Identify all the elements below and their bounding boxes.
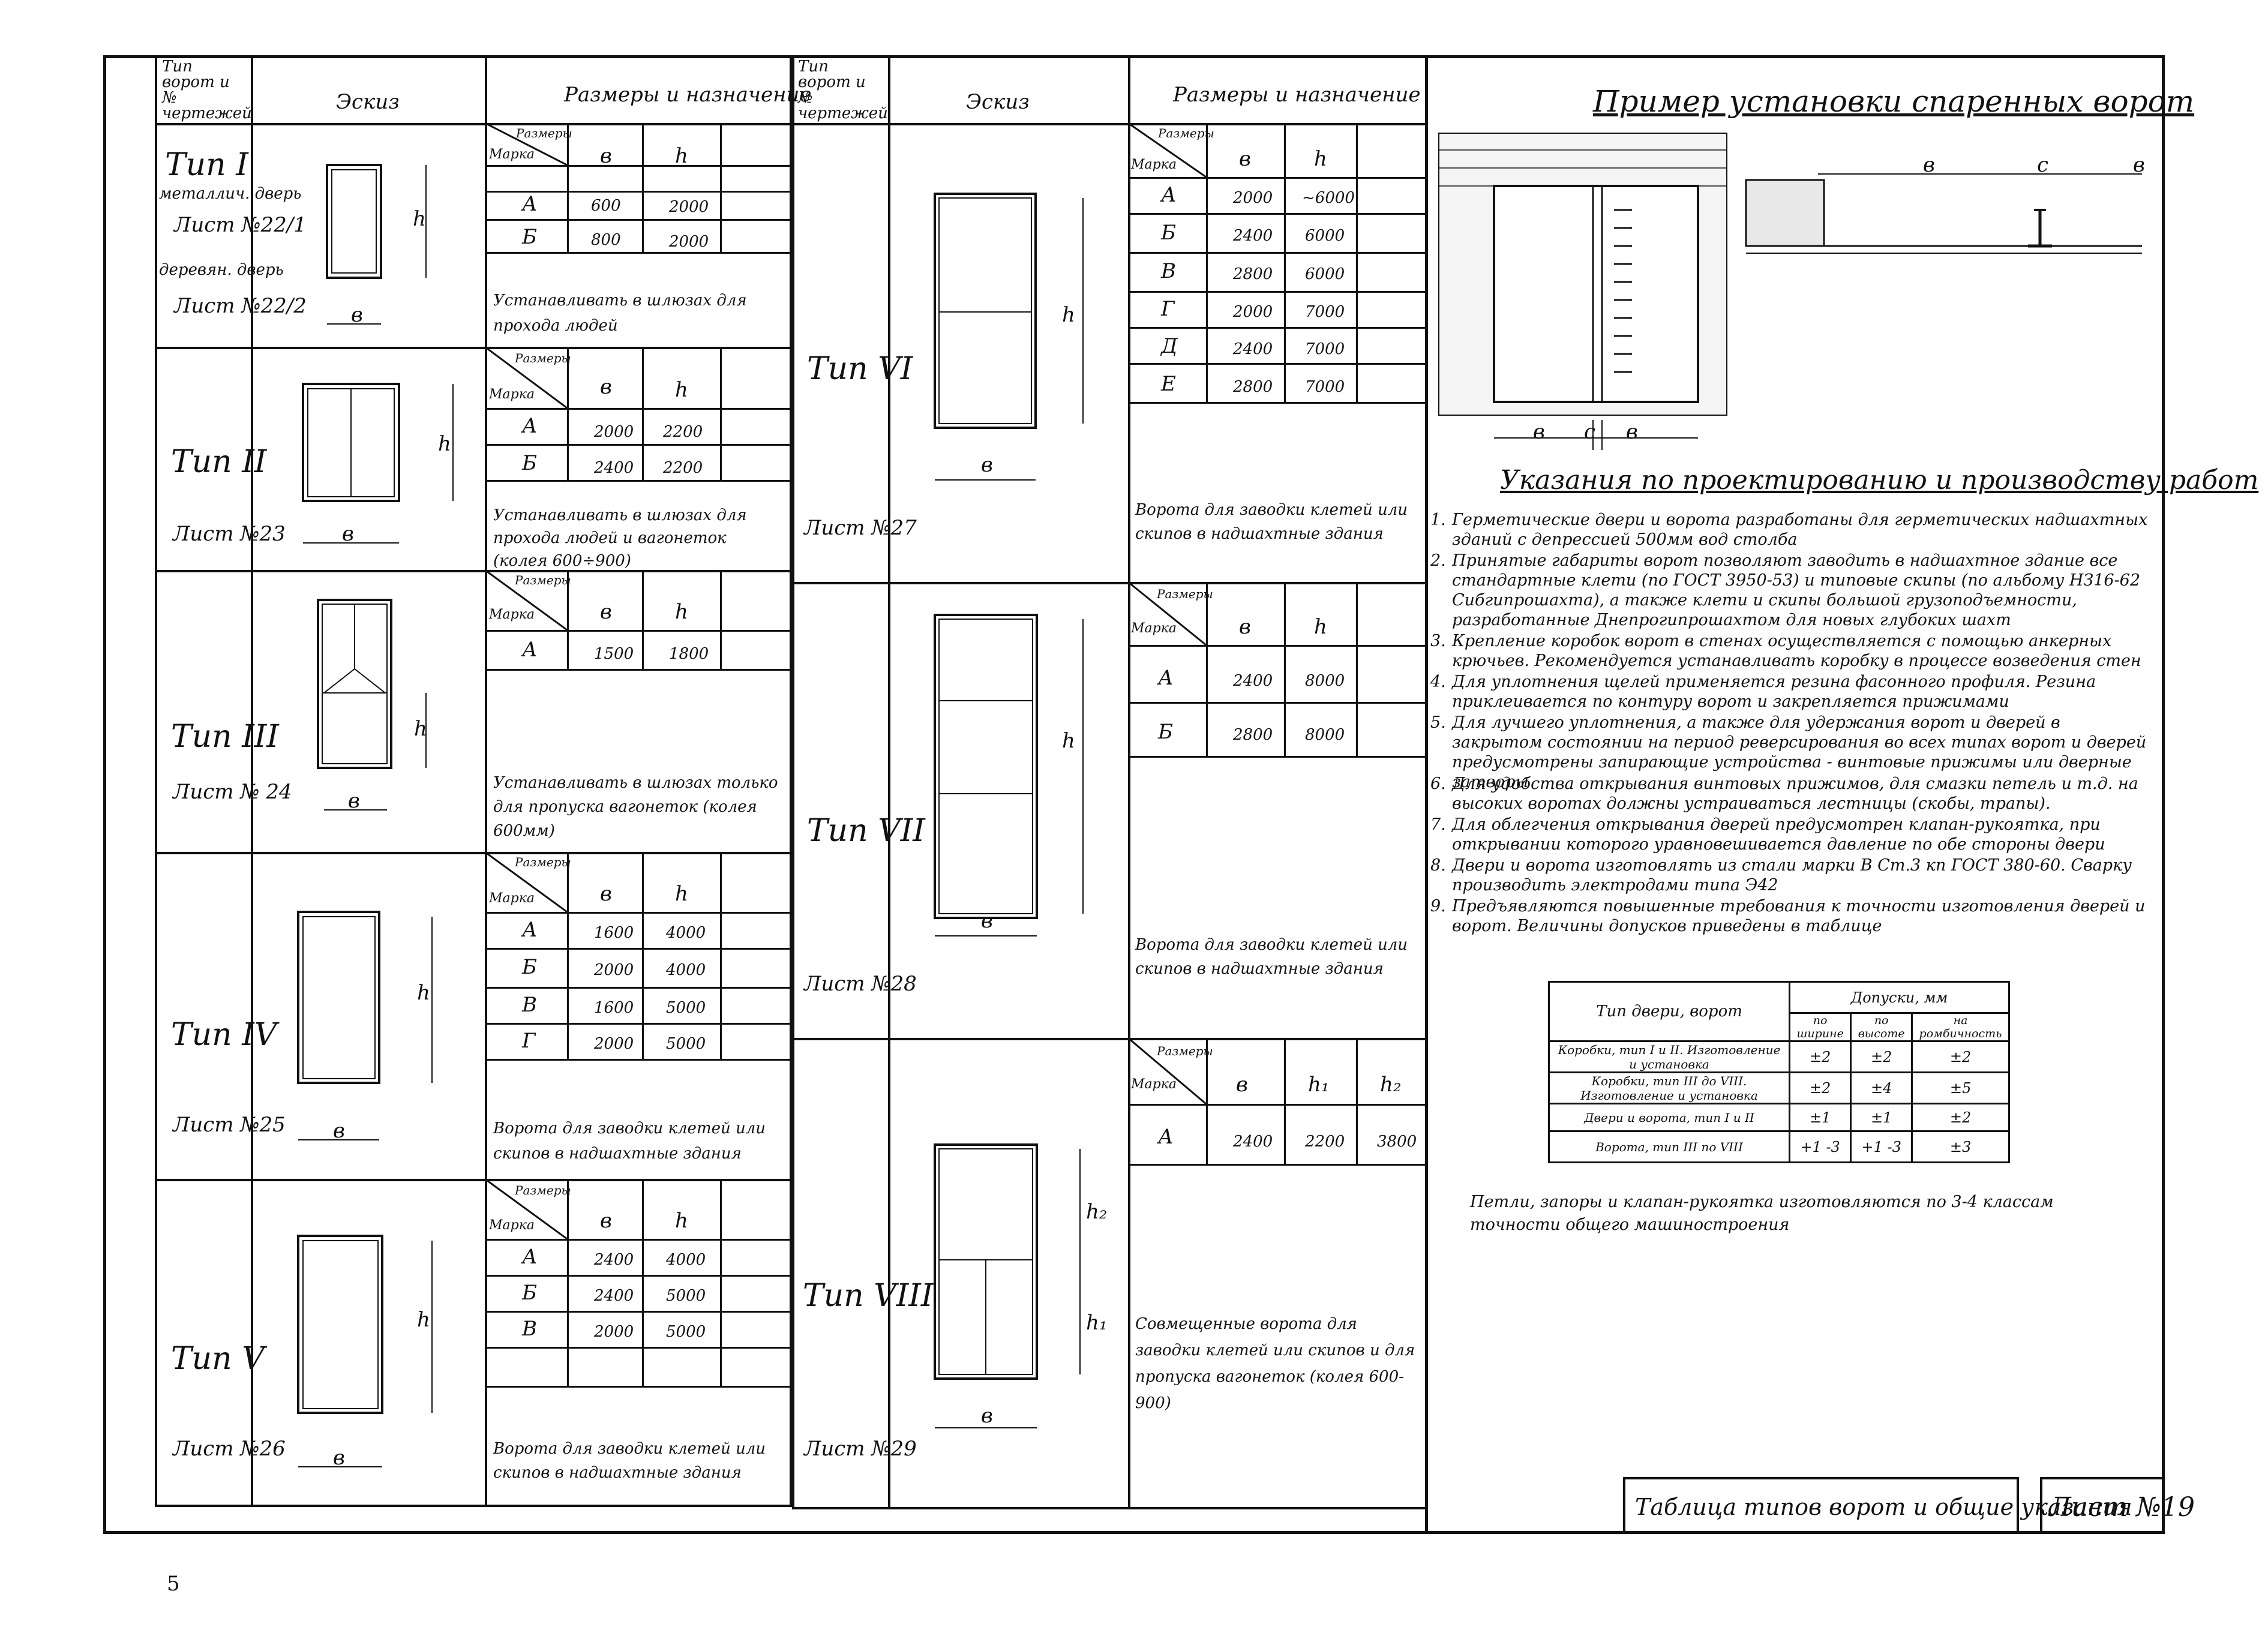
purpose-text: Совмещенные ворота для заводки клетей ил…: [1135, 1315, 1415, 1412]
drawing-frame: [103, 55, 2165, 1534]
dim-label-b: в: [1533, 420, 1545, 444]
example-drawing: [1438, 133, 2142, 450]
example-title: Пример установки спаренных ворот: [1593, 84, 2195, 119]
header-type: Тип ворот и № чертежей: [162, 58, 252, 122]
purpose-text: Ворота для заводки клетей или скипов в н…: [493, 1119, 766, 1163]
sheet-no-box: [2040, 1477, 2165, 1534]
sheet-ref: Лист №29: [804, 1437, 917, 1461]
purpose-text: Устанавливать в шлюзах для прохода людей…: [493, 506, 747, 570]
sheet-ref: Лист №25: [173, 1113, 286, 1137]
type-label: Тип VII: [807, 813, 925, 849]
page-number: 5: [167, 1572, 180, 1596]
door-sketch-type-5: [297, 1235, 433, 1467]
dim-label-b: в: [333, 1446, 345, 1470]
dim-label-b: в: [348, 789, 360, 813]
purpose-text: Устанавливать в шлюзах для прохода людей: [493, 292, 747, 335]
table-row: Коробки, тип III до VIII. Изготовление и…: [1548, 1071, 2010, 1104]
instruction-item: Для лучшего уплотнения, а также для удер…: [1452, 713, 2147, 791]
dim-label-b: в: [342, 522, 354, 546]
instruction-item: Для удобства открывания винтовых прижимо…: [1452, 775, 2138, 813]
sheet-ref: Лист №22/1: [174, 213, 307, 237]
mid-sketches: [934, 193, 1084, 1428]
instruction-item: Крепление коробок ворот в стенах осущест…: [1452, 632, 2141, 670]
dim-label-h2: h₂: [1086, 1200, 1108, 1224]
tol-col-tol: Допуски, мм: [1789, 981, 2010, 1014]
tol-col-type: Тип двери, ворот: [1548, 981, 1790, 1042]
frame-divider: [1425, 55, 1428, 1534]
table-row: Коробки, тип I и II. Изготовление и уста…: [1548, 1040, 2010, 1073]
type-label: Тип VI: [807, 351, 913, 387]
dim-label-b: в: [1626, 420, 1638, 444]
instruction-item: Герметические двери и ворота разработаны…: [1452, 511, 2148, 549]
header-sizes: Размеры и назначение: [564, 83, 812, 107]
door-sketch-type-6: [934, 193, 1084, 481]
dim-label-b: в: [1923, 153, 1935, 177]
dim-label-h: h: [413, 207, 426, 231]
dim-label-h: h: [417, 1308, 430, 1332]
title-block: [1623, 1477, 2019, 1534]
title-block-text: Таблица типов ворот и общие указания: [1635, 1494, 2132, 1520]
sheet-ref: Лист №26: [173, 1437, 286, 1461]
type-label: Тип VIII: [803, 1278, 934, 1314]
type-sub: металлич. дверь: [159, 185, 302, 203]
instruction-item: Для облегчения открывания дверей предусм…: [1452, 815, 2105, 854]
tol-sub: по высоте: [1850, 1012, 1913, 1042]
instruction-item: Двери и ворота изготовлять из стали марк…: [1452, 856, 2132, 894]
instruction-item: Для уплотнения щелей применяется резина …: [1452, 673, 2096, 711]
sheet-ref: Лист №27: [804, 516, 917, 540]
tol-sub: на ромбичность: [1911, 1012, 2010, 1042]
type-label: Тип I: [165, 147, 248, 183]
left-sketches: [297, 164, 454, 1467]
sheet-ref: Лист №22/2: [174, 294, 307, 318]
dim-label-h: h: [438, 432, 451, 456]
tolerance-table: Тип двери, ворот Допуски, мм по ширине п…: [1548, 981, 2010, 1163]
dim-label-h: h: [414, 717, 427, 741]
dim-label-h1: h₁: [1086, 1311, 1108, 1335]
table-row: Двери и ворота, тип I и II ±1 ±1 ±2: [1548, 1103, 2010, 1132]
dim-label-c: с: [2037, 153, 2049, 177]
purpose-text: Ворота для заводки клетей или скипов в н…: [1135, 501, 1408, 543]
tolerance-note: Петли, запоры и клапан-рукоятка изготовл…: [1470, 1193, 2054, 1234]
type-label: Тип III: [171, 719, 279, 755]
purpose-text: Устанавливать в шлюзах только для пропус…: [493, 774, 778, 840]
table-row: Ворота, тип III по VIII +1 -3 +1 -3 ±3: [1548, 1130, 2010, 1163]
type-label: Тип V: [171, 1341, 265, 1377]
sheet-ref: Лист №28: [804, 972, 917, 996]
door-sketch-type-2: [302, 383, 454, 544]
instruction-item: Принятые габариты ворот позволяют заводи…: [1452, 551, 2141, 629]
sheet-number: Лист №19: [2049, 1492, 2195, 1523]
instructions-title: Указания по проектированию и производств…: [1500, 465, 2259, 496]
dim-label-h: h: [1062, 303, 1075, 327]
sheet-ref: Лист № 24: [173, 780, 292, 804]
door-sketch-type-7: [934, 614, 1084, 936]
door-sketch-type-8: [934, 1143, 1081, 1428]
tol-sub: по ширине: [1788, 1012, 1852, 1042]
dim-label-b: в: [981, 1404, 993, 1428]
dim-label-h: h: [1062, 729, 1075, 753]
dim-label-b: в: [2133, 153, 2145, 177]
header-type: Тип ворот и № чертежей: [798, 58, 888, 122]
dim-label-b: в: [333, 1119, 345, 1143]
door-sketch-type-1: [326, 164, 427, 325]
dim-label-h: h: [417, 981, 430, 1005]
door-sketch-type-4: [297, 911, 433, 1140]
header-sizes: Размеры и назначение: [1173, 83, 1421, 107]
purpose-text: Ворота для заводки клетей или скипов в н…: [1135, 936, 1408, 978]
dim-label-b: в: [981, 909, 993, 933]
type-label: Тип IV: [171, 1017, 277, 1053]
header-sketch: Эскиз: [336, 90, 400, 114]
dim-label-b: в: [981, 453, 993, 477]
header-sketch: Эскиз: [966, 90, 1030, 114]
sheet-ref: Лист №23: [173, 522, 286, 546]
door-sketch-type-3: [317, 599, 427, 811]
type-label: Тип II: [171, 444, 267, 480]
purpose-text: Ворота для заводки клетей или скипов в н…: [493, 1440, 766, 1482]
type-sub: деревян. дверь: [159, 261, 284, 279]
dim-label-b: в: [351, 303, 363, 327]
dim-label-c: с: [1584, 420, 1596, 444]
instruction-item: Предъявляются повышенные требования к то…: [1452, 897, 2146, 935]
